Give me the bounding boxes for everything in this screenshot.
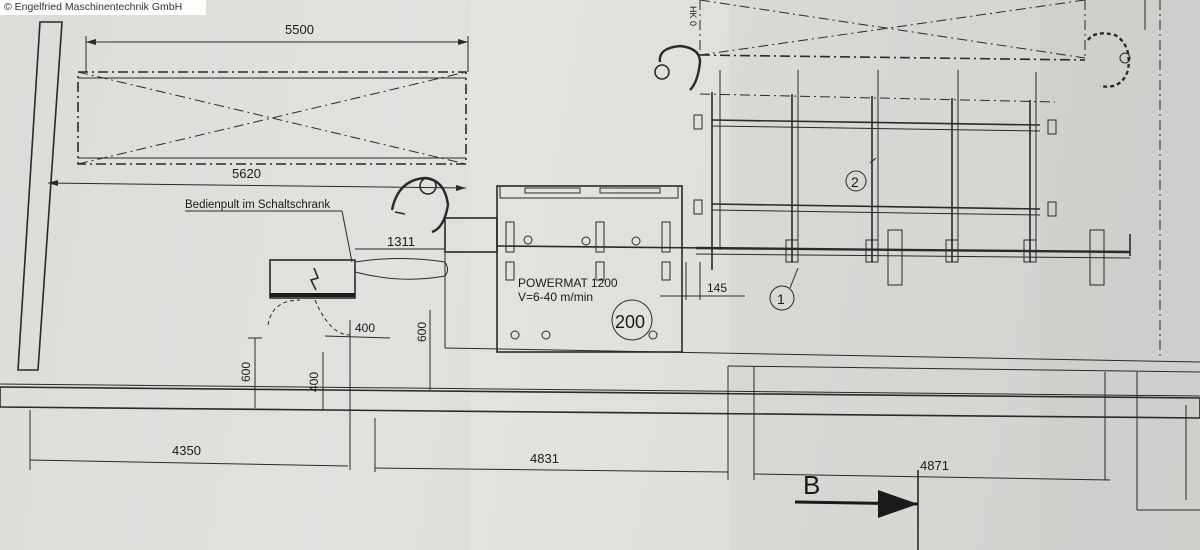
dim-4831-label: 4831 bbox=[530, 451, 559, 466]
dimension-4350: 4350 bbox=[29, 443, 349, 467]
dim-5500-label: 5500 bbox=[285, 22, 314, 37]
machine-circle-label: 200 bbox=[615, 312, 645, 332]
electric-bolt-icon bbox=[309, 267, 320, 291]
dimension-600-machine: 600 bbox=[415, 310, 431, 390]
dimension-5620: 5620 bbox=[47, 166, 467, 191]
dim-400a-label: 400 bbox=[355, 321, 375, 335]
dimension-400-lower: 400 bbox=[307, 352, 324, 410]
callout-1: 1 bbox=[769, 267, 799, 311]
lower-structure bbox=[29, 0, 1200, 511]
callout-2-label: 2 bbox=[851, 174, 859, 190]
dim-1311-label: 1311 bbox=[387, 234, 415, 249]
copyright-watermark: © Engelfried Maschinentechnik GmbH bbox=[0, 0, 206, 15]
operator-figure-right bbox=[1087, 32, 1131, 88]
dimension-400-upper: 400 bbox=[324, 320, 391, 470]
dim-4871-label: 4871 bbox=[920, 458, 949, 473]
powermat-machine: POWERMAT 1200 V=6-40 m/min 200 bbox=[444, 185, 711, 353]
operator-figure-left bbox=[390, 176, 450, 234]
dimension-4831: 4831 bbox=[374, 451, 729, 473]
dim-400b-label: 400 bbox=[307, 372, 321, 392]
callout-1-label: 1 bbox=[777, 291, 785, 307]
operator-figure-top bbox=[654, 44, 702, 91]
dim-4350-label: 4350 bbox=[172, 443, 201, 458]
storage-area-top-left bbox=[77, 71, 467, 165]
console-label: Bedienpult im Schaltschrank bbox=[185, 199, 330, 211]
dimension-1311: 1311 bbox=[355, 234, 445, 250]
dimension-5500: 5500 bbox=[85, 22, 469, 72]
storage-area-top-right: HK 0 bbox=[688, 0, 1086, 61]
section-letter: B bbox=[803, 470, 820, 500]
dimension-4871: 4871 bbox=[753, 458, 1111, 481]
dim-600a-label: 600 bbox=[239, 362, 253, 382]
paper-fold-dark bbox=[1040, 0, 1200, 550]
left-wall bbox=[17, 21, 63, 371]
conveyor-rack: 2 bbox=[693, 70, 1131, 286]
corner-text: HK 0 bbox=[688, 6, 698, 26]
section-marker-b: B bbox=[794, 470, 919, 550]
machine-speed: V=6-40 m/min bbox=[518, 290, 593, 304]
dim-145-label: 145 bbox=[707, 281, 727, 295]
machine-name: POWERMAT 1200 bbox=[518, 276, 618, 290]
dimension-145: 145 bbox=[660, 262, 745, 300]
floor-strip bbox=[0, 383, 1200, 419]
dim-5620-label: 5620 bbox=[232, 166, 261, 181]
control-cabinet bbox=[267, 258, 448, 336]
dimension-600-left: 600 bbox=[239, 337, 262, 408]
paper-fold-light bbox=[470, 0, 730, 550]
dim-600b-label: 600 bbox=[415, 322, 429, 342]
